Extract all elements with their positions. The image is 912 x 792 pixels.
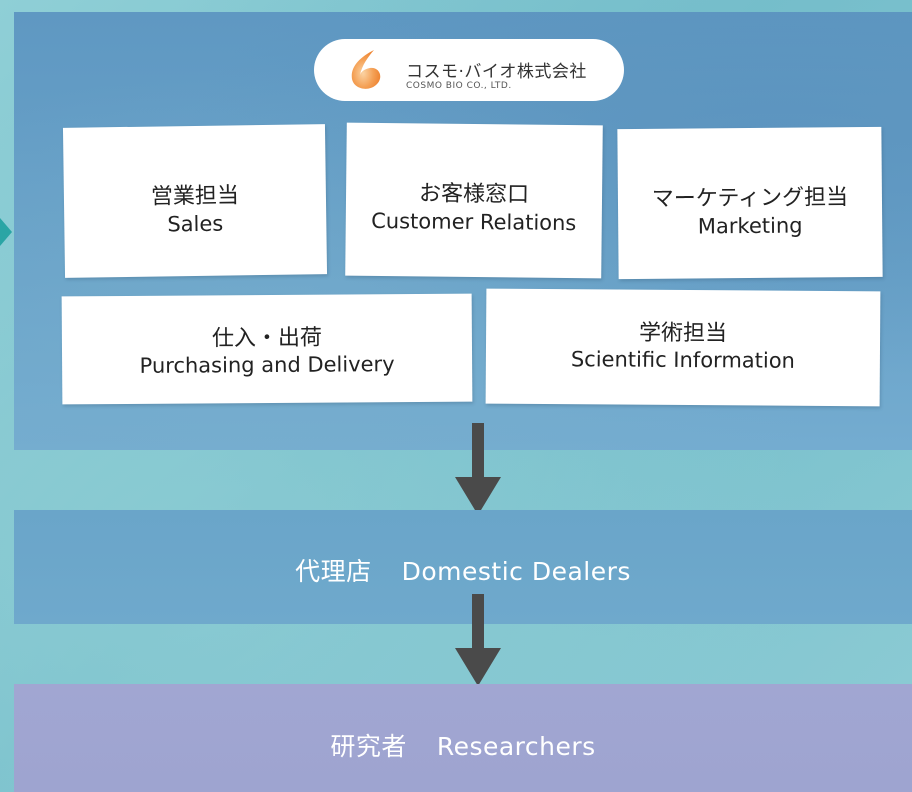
department-card-marketing: マーケティング担当 Marketing [617, 126, 883, 280]
dealers-label-en: Domestic Dealers [401, 557, 631, 586]
department-name-jp: 営業担当 [150, 183, 240, 210]
company-panel: コスモ·バイオ株式会社 COSMO BIO CO., LTD. 営業担当 Sal… [14, 12, 912, 450]
department-name-en: Sales [167, 211, 224, 237]
company-logo: コスモ·バイオ株式会社 COSMO BIO CO., LTD. [314, 39, 624, 101]
department-name-jp: マーケティング担当 [651, 185, 849, 212]
cosmo-bio-logo-icon [351, 50, 381, 89]
researchers-label-jp: 研究者 [330, 732, 407, 761]
department-name-jp: お客様窓口 [418, 181, 530, 208]
researchers-label: 研究者 Researchers [14, 727, 912, 763]
department-name-en: Marketing [697, 213, 803, 239]
department-name-en: Scientific Information [570, 347, 796, 373]
department-card-purchasing: 仕入・出荷 Purchasing and Delivery [61, 293, 473, 405]
domestic-dealers-band: 代理店 Domestic Dealers [14, 510, 912, 624]
side-pointer-icon [0, 218, 12, 246]
department-card-sales: 営業担当 Sales [62, 124, 328, 278]
researchers-band: 研究者 Researchers [14, 684, 912, 792]
down-arrow-icon [455, 594, 501, 686]
company-name-jp: コスモ·バイオ株式会社 [406, 62, 587, 82]
dealers-label-jp: 代理店 [295, 557, 372, 586]
dealers-label: 代理店 Domestic Dealers [14, 552, 912, 588]
researchers-label-en: Researchers [436, 732, 596, 761]
department-name-jp: 仕入・出荷 [211, 325, 323, 352]
department-name-en: Purchasing and Delivery [139, 352, 395, 378]
department-card-scientific: 学術担当 Scientific Information [485, 288, 881, 407]
down-arrow-icon [455, 423, 501, 515]
department-name-jp: 学術担当 [638, 320, 728, 347]
company-name-en: COSMO BIO CO., LTD. [406, 81, 512, 91]
department-name-en: Customer Relations [371, 208, 577, 236]
department-card-customer-relations: お客様窓口 Customer Relations [345, 122, 603, 279]
